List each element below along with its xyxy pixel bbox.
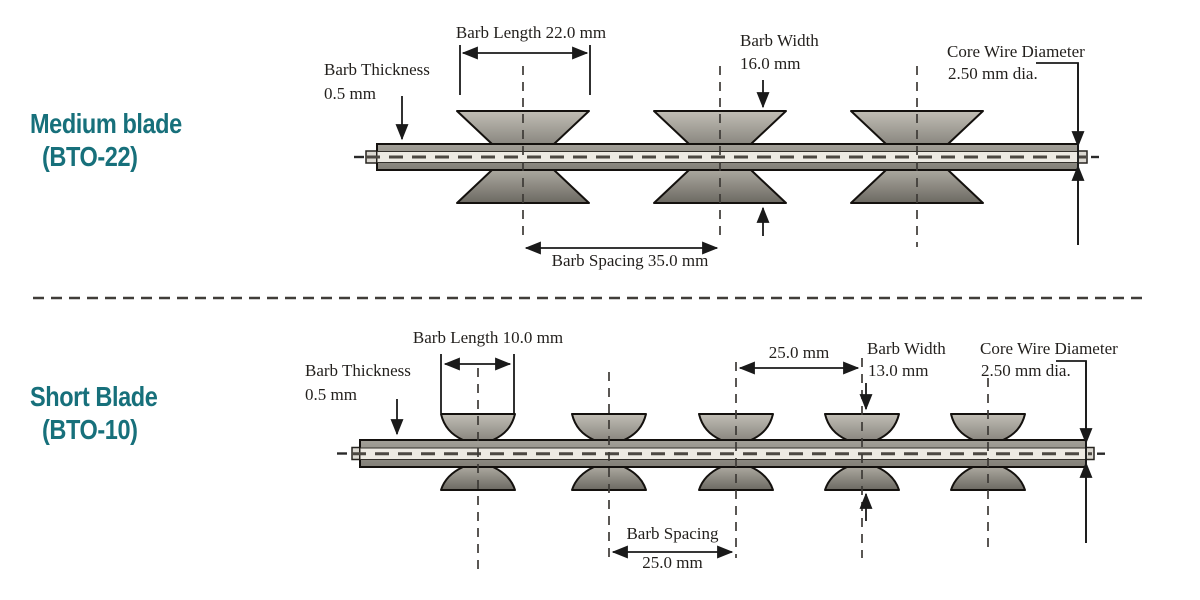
- label-barb-width-value: 16.0 mm: [740, 54, 801, 73]
- label-barb-width: Barb Width: [740, 31, 819, 50]
- label-barb-thickness-value: 0.5 mm: [305, 385, 357, 404]
- label-barb-width-value: 13.0 mm: [868, 361, 929, 380]
- label-core-wire-value: 2.50 mm dia.: [981, 361, 1071, 380]
- label-barb-thickness: Barb Thickness: [305, 361, 411, 380]
- medium-dimensions: [395, 45, 1085, 255]
- barb-lower-blade: [571, 466, 647, 491]
- barb-centerlines: [522, 66, 918, 247]
- medium-blade-code: (BTO-22): [42, 141, 138, 172]
- short-barb-1: [440, 413, 516, 491]
- barb-lower-blade: [440, 466, 516, 491]
- label-core-wire-diameter: Core Wire Diameter: [980, 339, 1118, 358]
- label-barb-spacing: Barb Spacing 35.0 mm: [551, 251, 709, 270]
- short-dimensions: [390, 354, 1093, 559]
- label-spacing-top-value: 25.0 mm: [768, 343, 830, 362]
- label-barb-length: Barb Length 10.0 mm: [412, 328, 564, 347]
- medium-blade-diagram: [354, 45, 1099, 255]
- medium-barb-2: [653, 110, 787, 204]
- label-core-wire-diameter: Core Wire Diameter: [947, 42, 1085, 61]
- short-blade-code: (BTO-10): [42, 414, 138, 445]
- short-blade-diagram: [337, 354, 1105, 570]
- barb-centerlines: [477, 358, 989, 570]
- short-core-wire: [337, 439, 1105, 468]
- medium-blade-title: Medium blade: [30, 108, 182, 139]
- label-barb-length: Barb Length 22.0 mm: [455, 23, 607, 42]
- label-core-wire-value: 2.50 mm dia.: [948, 64, 1038, 83]
- label-barb-thickness: Barb Thickness: [324, 60, 430, 79]
- label-barb-thickness-value: 0.5 mm: [324, 84, 376, 103]
- label-barb-spacing-value: 25.0 mm: [642, 553, 703, 572]
- label-barb-width: Barb Width: [867, 339, 946, 358]
- medium-core-wire: [354, 143, 1099, 171]
- short-blade-title: Short Blade: [30, 381, 158, 412]
- label-barb-spacing: Barb Spacing: [626, 524, 719, 543]
